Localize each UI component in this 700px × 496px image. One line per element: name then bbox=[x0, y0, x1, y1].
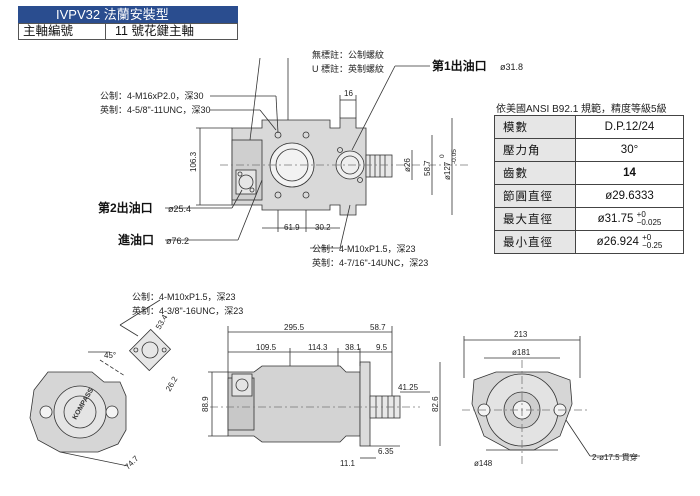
dim-holes: 2-ø17.5 貫穿 bbox=[592, 452, 638, 462]
dim-61-9: 61.9 bbox=[284, 223, 300, 232]
dim-58-7-top: 58.7 bbox=[423, 160, 432, 176]
port-out1-label: 第1出油口 bbox=[432, 58, 487, 73]
note-no-mark: 無標註：公制螺紋 bbox=[312, 49, 384, 60]
tol-upper: +0 bbox=[636, 210, 646, 219]
gear-key: 模數 bbox=[494, 115, 576, 139]
gear-key: 最小直徑 bbox=[494, 230, 576, 254]
gear-value: ø31.75 bbox=[597, 213, 634, 226]
dim-181: ø181 bbox=[512, 348, 531, 357]
dim-74-7: 74.7 bbox=[123, 454, 141, 472]
gear-row: 最大直徑 ø31.75 +0 −0.025 bbox=[494, 207, 684, 231]
dim-114-3: 114.3 bbox=[308, 343, 328, 352]
tol-lower: −0.025 bbox=[636, 218, 662, 227]
gear-key: 齒數 bbox=[494, 161, 576, 185]
note-u-mark: U 標註：英制螺紋 bbox=[312, 63, 384, 74]
dim-45deg: 45° bbox=[104, 351, 116, 360]
port-inlet-label: 進油口 bbox=[118, 232, 154, 247]
dim-38-1: 38.1 bbox=[345, 343, 361, 352]
gear-key: 節圓直徑 bbox=[494, 184, 576, 208]
port-inlet-size: ø76.2 bbox=[166, 236, 189, 246]
dim-82-6: 82.6 bbox=[431, 396, 440, 412]
dim-41-25: 41.25 bbox=[398, 383, 419, 392]
gear-spec-table: 模數 D.P.12/24 壓力角 30° 齒數 14 節圓直徑 ø29.6333… bbox=[494, 115, 684, 254]
dim-88-9: 88.9 bbox=[201, 396, 210, 412]
shaft-label: 主軸編號 bbox=[23, 24, 74, 38]
dim-127-tol-upper: 0 bbox=[439, 154, 446, 158]
gear-value-tol: ø26.924 +0 −0.25 bbox=[575, 230, 684, 254]
gear-spec-title: 依美國ANSI B92.1 規範，精度等級5級 bbox=[496, 104, 667, 115]
shaft-row-divider bbox=[105, 24, 106, 39]
dim-295-5: 295.5 bbox=[284, 323, 305, 332]
dim-16: 16 bbox=[344, 89, 353, 98]
gear-row: 模數 D.P.12/24 bbox=[494, 115, 684, 139]
dim-127: ø127 bbox=[443, 161, 452, 180]
thread-left-inch: 英制：4-3/8"-16UNC，深23 bbox=[132, 305, 243, 316]
gear-row: 齒數 14 bbox=[494, 161, 684, 185]
gear-key: 最大直徑 bbox=[494, 207, 576, 231]
dim-30-2: 30.2 bbox=[315, 223, 331, 232]
gear-value: D.P.12/24 bbox=[575, 115, 684, 139]
dim-6-35: 6.35 bbox=[378, 447, 394, 456]
dim-213: 213 bbox=[514, 330, 528, 339]
shaft-value: 11 號花鍵主軸 bbox=[115, 24, 194, 38]
thread-top-inch: 英制：4-5/8"-11UNC，深30 bbox=[100, 104, 211, 115]
dim-106-3: 106.3 bbox=[189, 151, 198, 172]
gear-value: 30° bbox=[575, 138, 684, 162]
gear-value-tol: ø31.75 +0 −0.025 bbox=[575, 207, 684, 231]
dim-26-2: 26.2 bbox=[164, 375, 180, 393]
port-out2-label: 第2出油口 bbox=[98, 200, 153, 215]
thread-mid-metric: 公制：4-M10xP1.5，深23 bbox=[312, 243, 416, 254]
dim-127-tol-lower: -0.05 bbox=[451, 149, 458, 164]
dim-58-7-side: 58.7 bbox=[370, 323, 386, 332]
thread-left-metric: 公制：4-M10xP1.5，深23 bbox=[132, 291, 236, 302]
tol-upper: +0 bbox=[642, 233, 652, 242]
gear-key: 壓力角 bbox=[494, 138, 576, 162]
tol-lower: −0.25 bbox=[642, 241, 663, 250]
thread-top-metric: 公制：4-M16xP2.0，深30 bbox=[100, 90, 204, 101]
gear-value: ø29.6333 bbox=[575, 184, 684, 208]
dim-109-5: 109.5 bbox=[256, 343, 277, 352]
gear-row: 最小直徑 ø26.924 +0 −0.25 bbox=[494, 230, 684, 254]
gear-value: 14 bbox=[575, 161, 684, 185]
dim-26: ø26 bbox=[403, 158, 412, 172]
gear-row: 壓力角 30° bbox=[494, 138, 684, 162]
thread-mid-inch: 英制：4-7/16"-14UNC，深23 bbox=[312, 257, 428, 268]
gear-value: ø26.924 bbox=[596, 236, 639, 249]
port-out1-size: ø31.8 bbox=[500, 62, 523, 72]
gear-row: 節圓直徑 ø29.6333 bbox=[494, 184, 684, 208]
shaft-row: 主軸編號 11 號花鍵主軸 bbox=[18, 23, 238, 40]
dim-148: ø148 bbox=[474, 459, 493, 468]
dim-11-1: 11.1 bbox=[340, 459, 356, 468]
model-title: IVPV32 法蘭安裝型 bbox=[18, 6, 238, 23]
dim-9-5: 9.5 bbox=[376, 343, 388, 352]
port-out2-size: ø25.4 bbox=[168, 204, 191, 214]
